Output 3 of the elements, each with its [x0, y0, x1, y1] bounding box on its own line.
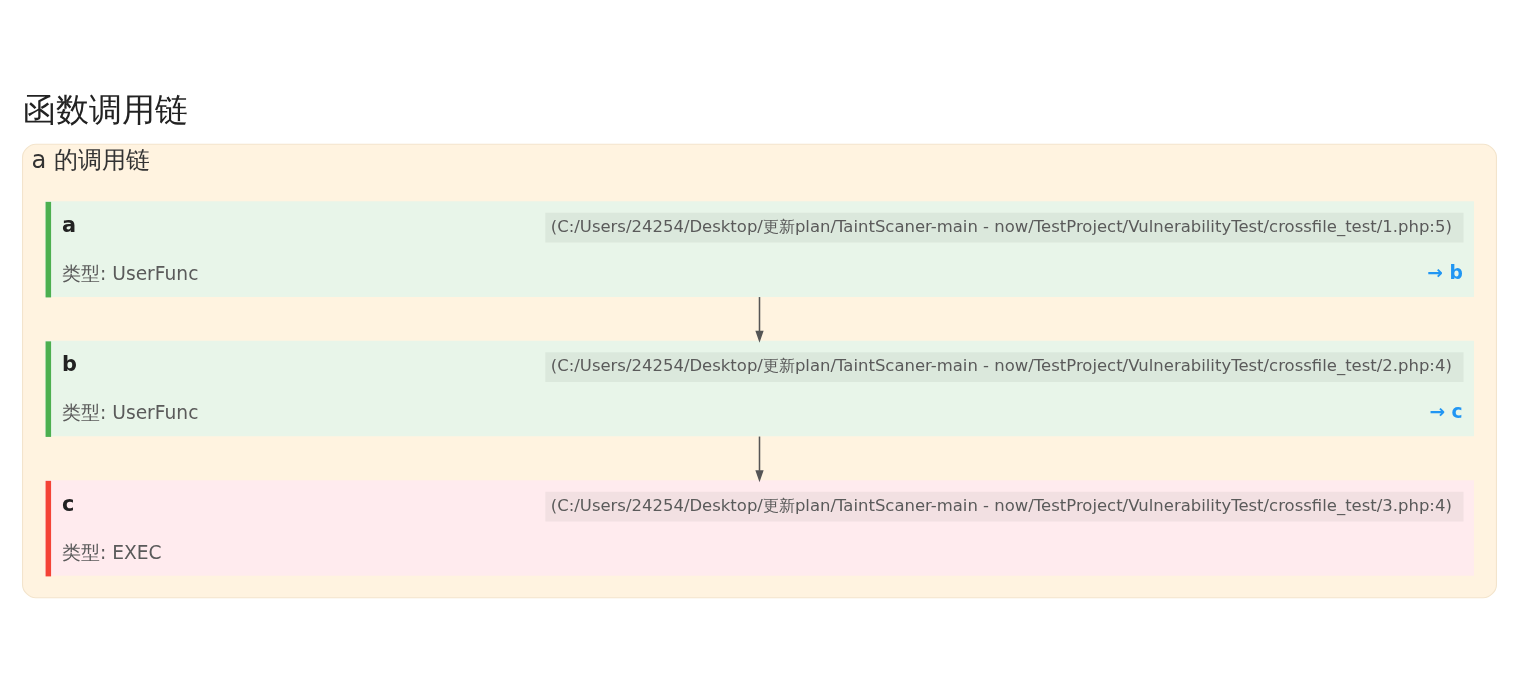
arrow	[754, 295, 764, 343]
arrow	[754, 435, 764, 482]
diagram-title: 函数调用链	[22, 89, 188, 129]
